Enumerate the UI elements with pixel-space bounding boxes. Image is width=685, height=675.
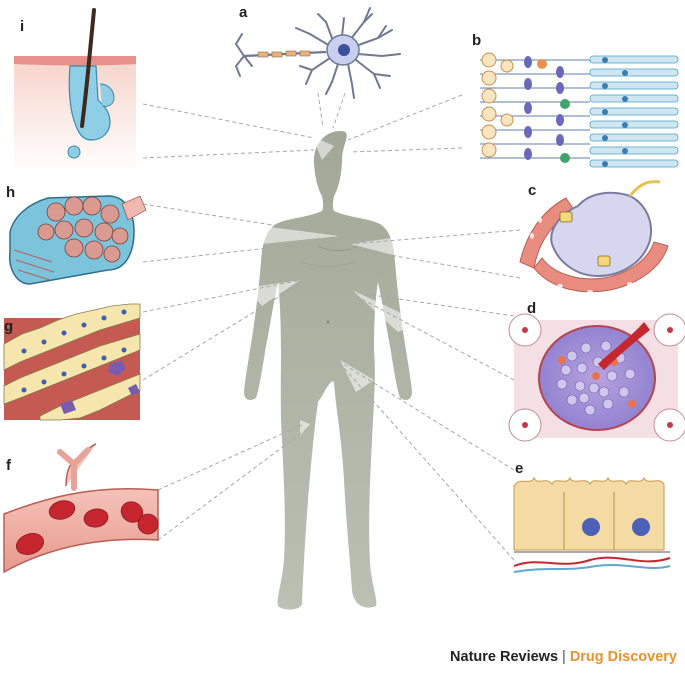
connector-beams: [246, 136, 420, 436]
panel-f-blood-vessel: [3, 443, 159, 574]
journal-credit: Nature Reviews|Drug Discovery: [450, 649, 677, 665]
panel-label-i: i: [20, 18, 25, 35]
panel-label-f: f: [6, 457, 11, 474]
journal-name: Nature Reviews: [450, 649, 559, 665]
panel-label-e: e: [515, 460, 524, 477]
panel-label-g: g: [4, 318, 14, 335]
panel-label-a: a: [239, 4, 248, 21]
panel-i-skin-follicle: [14, 8, 136, 172]
panel-label-d: d: [527, 300, 537, 317]
panel-b-retina: [470, 52, 680, 177]
panel-e-epithelium: [513, 476, 671, 573]
journal-section: Drug Discovery: [569, 649, 677, 665]
panel-label-h: h: [6, 184, 16, 201]
panel-a-neuron: [234, 7, 401, 99]
panel-g-tissue: [3, 303, 141, 421]
connector-lines: [142, 92, 521, 561]
panel-c-alveolus: [519, 180, 669, 294]
credit-separator: |: [562, 649, 566, 665]
panel-label-b: b: [472, 32, 482, 49]
panel-d-islet: [508, 313, 685, 442]
panel-h-muscle: [8, 195, 147, 285]
human-body: [244, 131, 412, 610]
panel-label-c: c: [528, 182, 537, 199]
